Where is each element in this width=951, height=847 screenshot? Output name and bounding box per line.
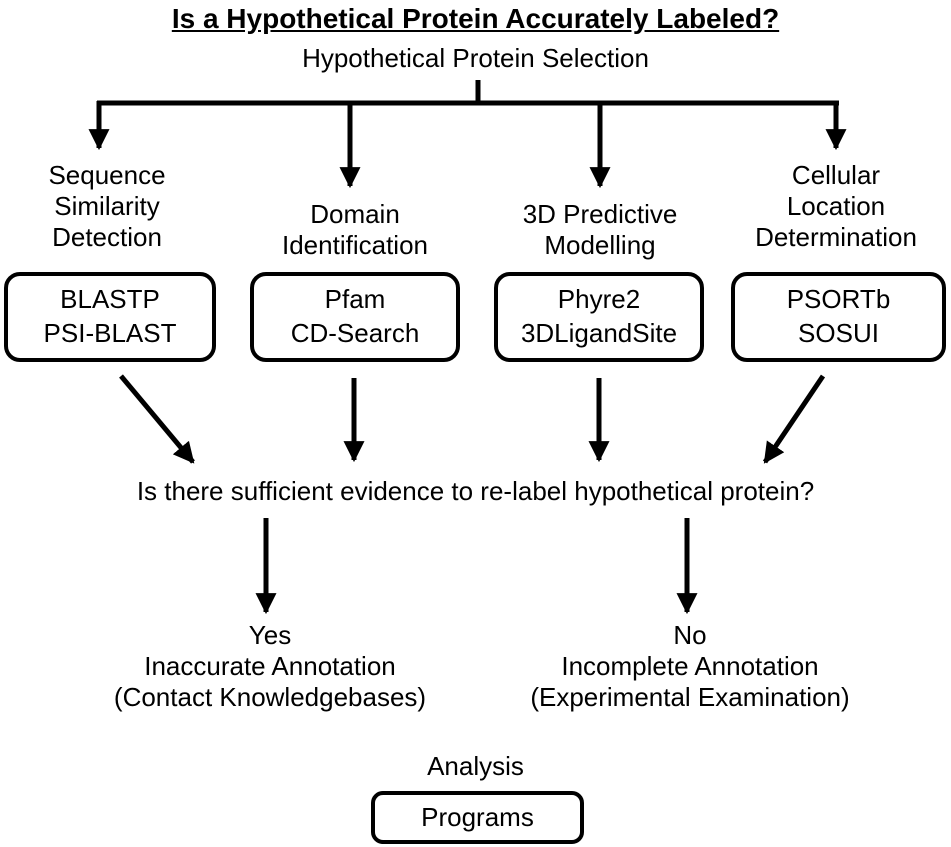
program-name: PSI-BLAST	[43, 318, 177, 348]
programs-box-domain: Pfam CD-Search	[250, 272, 460, 362]
diagram-title: Is a Hypothetical Protein Accurately Lab…	[171, 3, 780, 34]
program-name: Phyre2	[557, 284, 641, 315]
arrow-psort-to-question	[762, 374, 826, 464]
program-name: SOSUI	[798, 318, 879, 348]
legend-analysis-label: Analysis	[427, 751, 524, 781]
programs-box-sequence: BLASTP PSI-BLAST	[4, 272, 216, 362]
program-name: BLASTP	[60, 284, 160, 315]
programs-box-cellular: PSORTb SOSUI	[731, 272, 946, 362]
arrow-blast-to-question	[119, 374, 195, 464]
program-name: 3DLigandSite	[520, 318, 678, 348]
programs-box-3d: Phyre2 3DLigandSite	[494, 272, 704, 362]
evidence-question: Is there sufficient evidence to re-label…	[136, 476, 815, 506]
program-name: Pfam	[324, 284, 386, 315]
selection-label: Hypothetical Protein Selection	[302, 43, 649, 73]
legend-programs-box: Programs	[371, 791, 584, 844]
program-name: CD-Search	[290, 318, 420, 348]
program-name: PSORTb	[786, 284, 891, 315]
legend-programs-label: Programs	[421, 801, 534, 832]
